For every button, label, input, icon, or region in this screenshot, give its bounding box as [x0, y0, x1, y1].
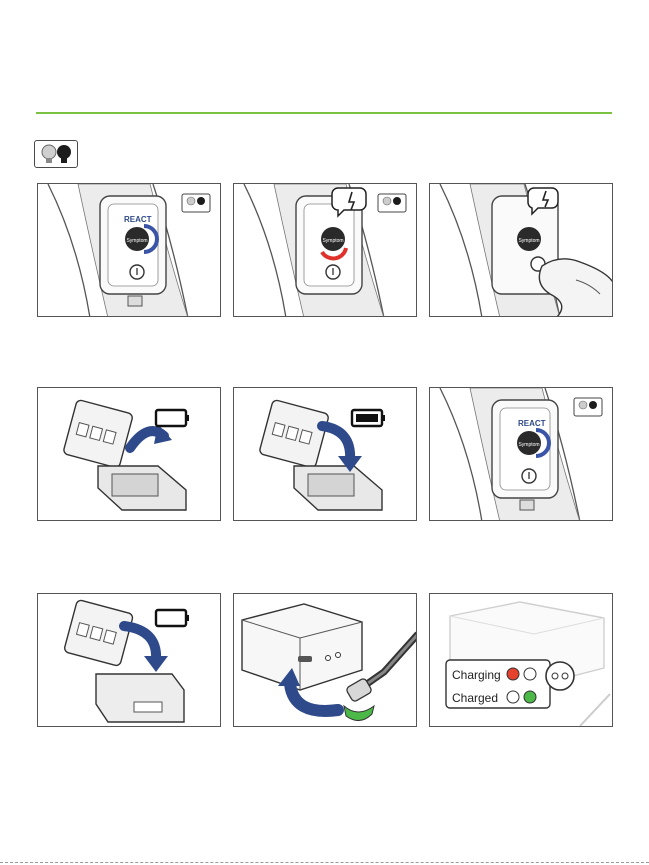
led-magnifier [546, 662, 574, 690]
lightbulb-off-icon [42, 145, 56, 163]
panel-device-on: REACT Symptom [429, 387, 613, 521]
led-green-icon [524, 691, 536, 703]
crop-line [0, 862, 649, 863]
charged-label: Charged [452, 691, 498, 705]
battery-full-icon [352, 410, 385, 426]
symptom-button-label: Symptom [322, 238, 343, 244]
led-off-icon [524, 668, 536, 680]
symptom-button-label: Symptom [126, 238, 147, 244]
panel-battery-to-charger [37, 593, 221, 727]
symptom-button-label: Symptom [518, 442, 539, 448]
lightbulb-pair-icon [182, 194, 210, 212]
lightbulb-pair-icon [35, 141, 79, 169]
charging-label: Charging [452, 668, 501, 682]
brand-text: REACT [518, 419, 546, 428]
indicator-legend [34, 140, 78, 168]
lightbulb-pair-icon [574, 398, 602, 416]
led-red-icon [507, 668, 519, 680]
lightbulb-pair-icon [378, 194, 406, 212]
battery-empty-icon [156, 610, 189, 626]
lightbulb-on-icon [57, 145, 71, 163]
panel-insert-battery [233, 387, 417, 521]
panel-plug-cable [233, 593, 417, 727]
led-off-icon [507, 691, 519, 703]
section-divider [36, 112, 612, 114]
battery-empty-icon [156, 410, 189, 426]
panel-remove-battery [37, 387, 221, 521]
panel-device-alert: Symptom [233, 183, 417, 317]
panel-charging-status: Charging Charged [429, 593, 613, 727]
brand-text: REACT [124, 215, 152, 224]
panel-device-ready: REACT Symptom [37, 183, 221, 317]
symptom-button-label: Symptom [518, 238, 539, 244]
panel-press-power: Symptom [429, 183, 613, 317]
